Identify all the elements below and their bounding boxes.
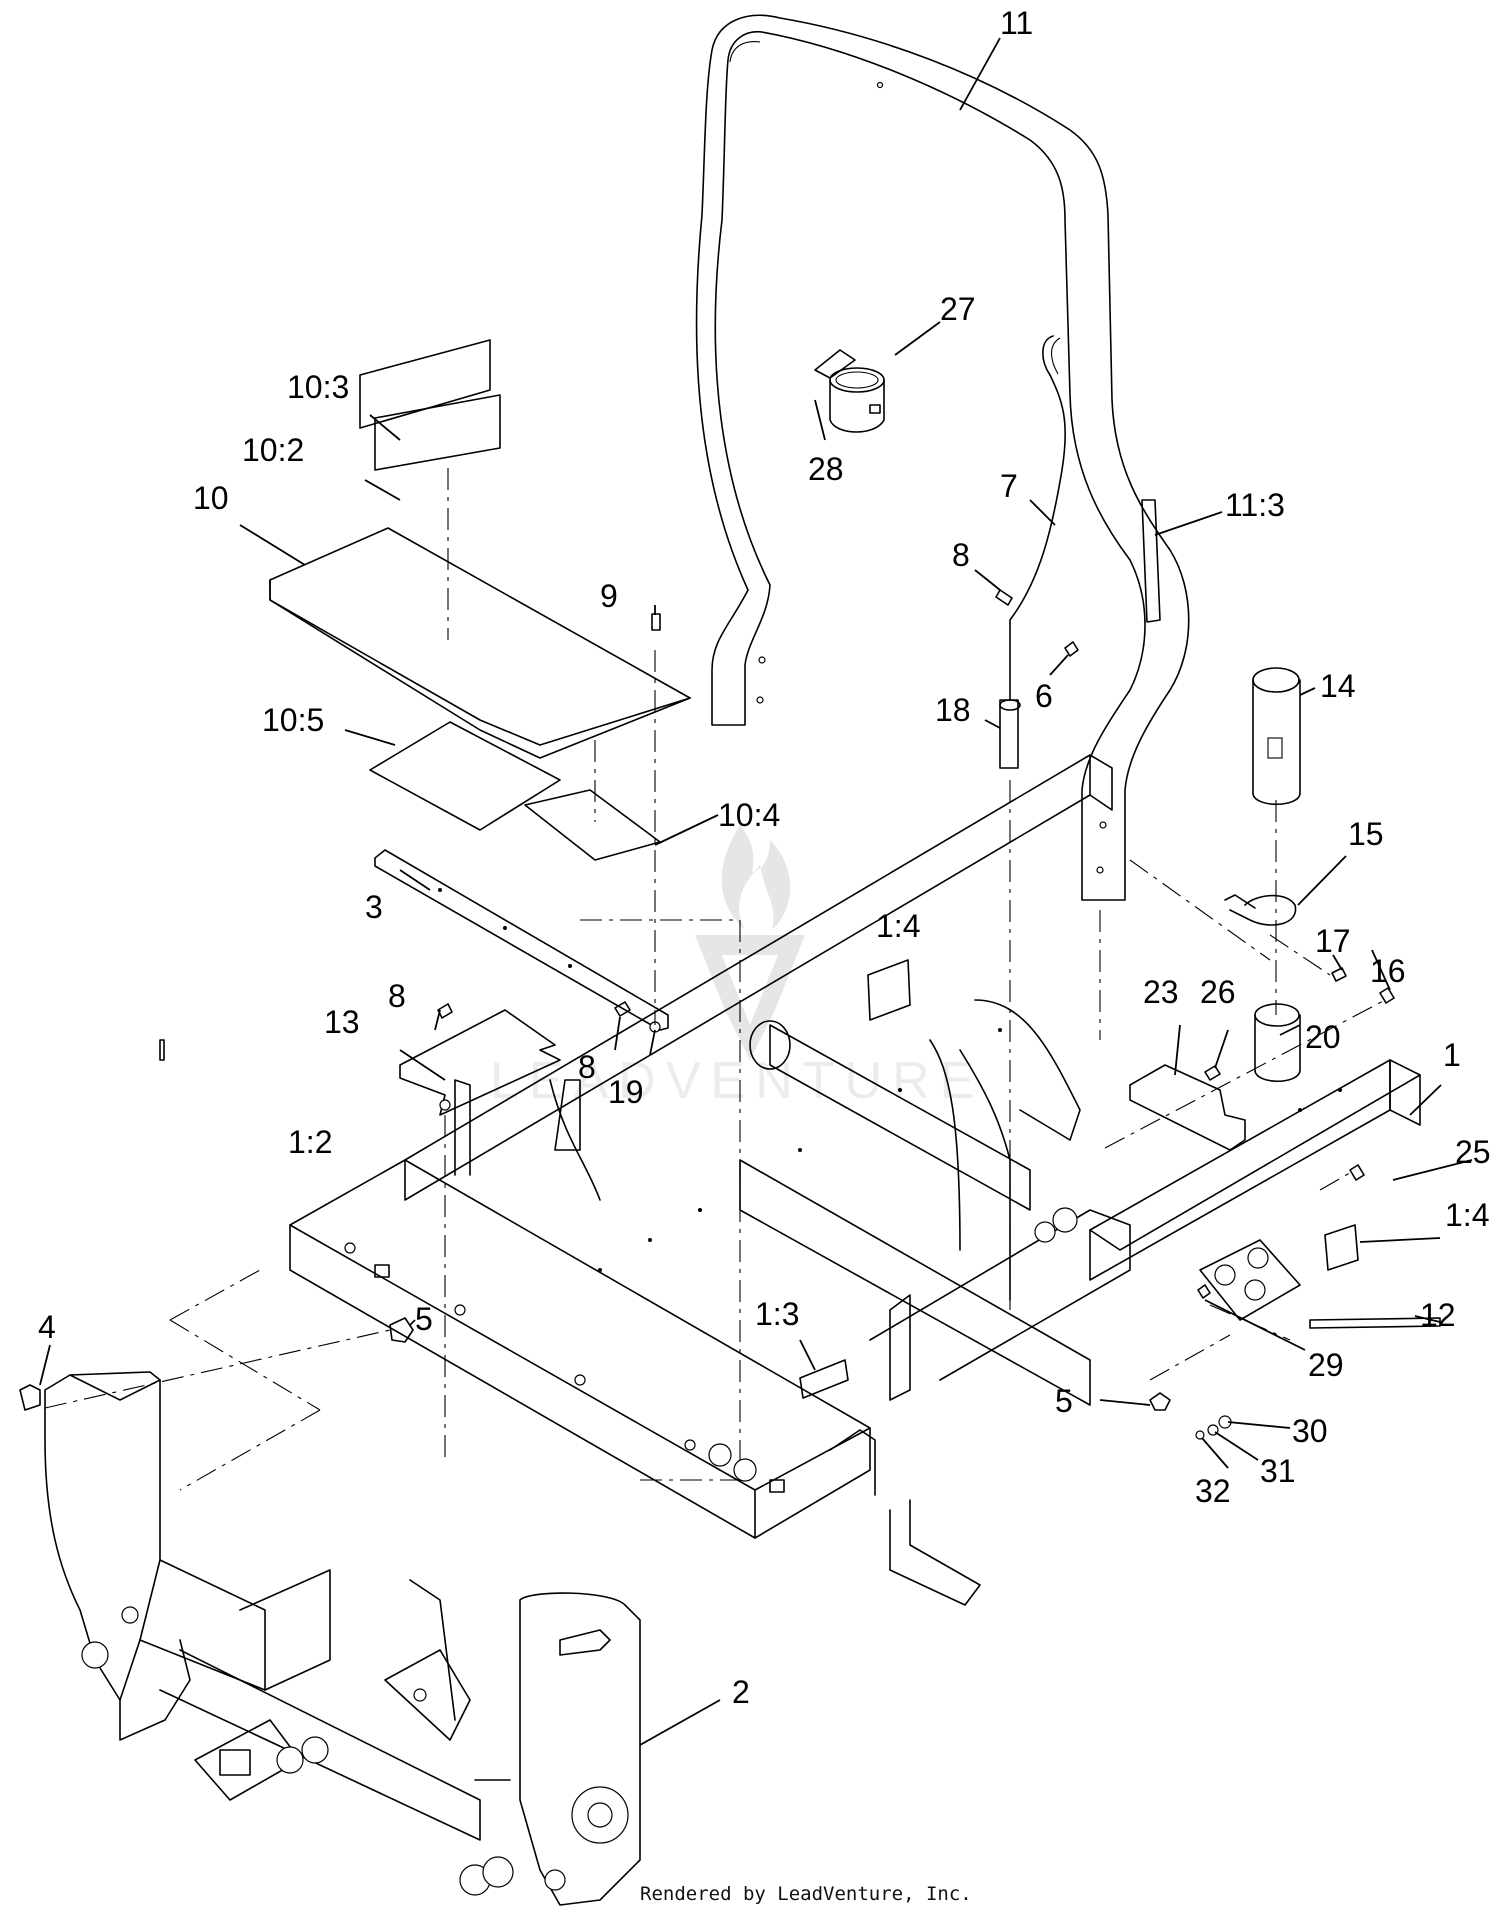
callout-8-middle: 8	[578, 1049, 596, 1085]
footer-credit: Rendered by LeadVenture, Inc.	[640, 1883, 972, 1905]
plate	[399, 1009, 561, 1116]
callout-27: 27	[940, 291, 976, 327]
callout-15: 15	[1348, 816, 1384, 852]
strip	[374, 849, 669, 1031]
assembly-lines	[44, 468, 1386, 1491]
callout-17: 17	[1315, 923, 1351, 959]
callout-11-3: 11:3	[1225, 487, 1285, 523]
callout-10-3: 10:3	[287, 369, 349, 405]
callout-10: 10	[193, 480, 229, 516]
callout-12: 12	[1420, 1297, 1456, 1333]
callout-14: 14	[1320, 668, 1356, 704]
front-axle-assembly	[44, 1371, 641, 1906]
leader-lines	[39, 37, 1473, 1746]
callout-2: 2	[732, 1674, 750, 1710]
callout-13: 13	[324, 1004, 360, 1040]
callout-5-left: 5	[415, 1301, 433, 1337]
main-frame	[289, 754, 1421, 1606]
watermark-logo: LEADVENTURE	[490, 825, 974, 1110]
callout-26: 26	[1200, 974, 1236, 1010]
callout-6: 6	[1035, 678, 1053, 714]
cup-holder	[814, 349, 885, 433]
callout-10-5: 10:5	[262, 702, 324, 738]
callout-8-left: 8	[388, 978, 406, 1014]
callout-3: 3	[365, 889, 383, 925]
callout-1: 1	[1443, 1037, 1461, 1073]
callout-labels: 11 27 28 10:3 10:2 10 9 10:5 10:4 3 7 11…	[38, 5, 1491, 1710]
callout-32: 32	[1195, 1473, 1231, 1509]
callout-19: 19	[608, 1074, 644, 1110]
roll-bar	[695, 14, 1190, 901]
callout-11: 11	[1000, 5, 1033, 41]
callout-30: 30	[1292, 1413, 1328, 1449]
callout-25: 25	[1455, 1134, 1491, 1170]
callout-31: 31	[1260, 1453, 1296, 1489]
callout-1-2: 1:2	[288, 1124, 332, 1160]
callout-5-right: 5	[1055, 1383, 1073, 1419]
pin-and-clip	[995, 589, 1079, 657]
fasteners-right	[19, 967, 1441, 1440]
callout-16: 16	[1370, 953, 1406, 989]
callout-10-4: 10:4	[718, 797, 780, 833]
callout-10-2: 10:2	[242, 432, 304, 468]
callout-7: 7	[1000, 468, 1018, 504]
callout-1-4-upper: 1:4	[876, 908, 920, 944]
rod	[999, 335, 1067, 769]
callout-23: 23	[1143, 974, 1179, 1010]
callout-4: 4	[38, 1309, 56, 1345]
callout-1-4-right: 1:4	[1445, 1197, 1489, 1233]
callout-29: 29	[1308, 1347, 1344, 1383]
callout-8-upper: 8	[952, 537, 970, 573]
callout-1-3: 1:3	[755, 1296, 799, 1332]
callout-9: 9	[600, 578, 618, 614]
callout-18: 18	[935, 692, 971, 728]
seat-pan	[269, 339, 691, 861]
callout-20: 20	[1305, 1019, 1341, 1055]
frame-decals	[799, 959, 1359, 1399]
cylinder-clamp-sleeve	[1224, 667, 1301, 1082]
callout-28: 28	[808, 451, 844, 487]
